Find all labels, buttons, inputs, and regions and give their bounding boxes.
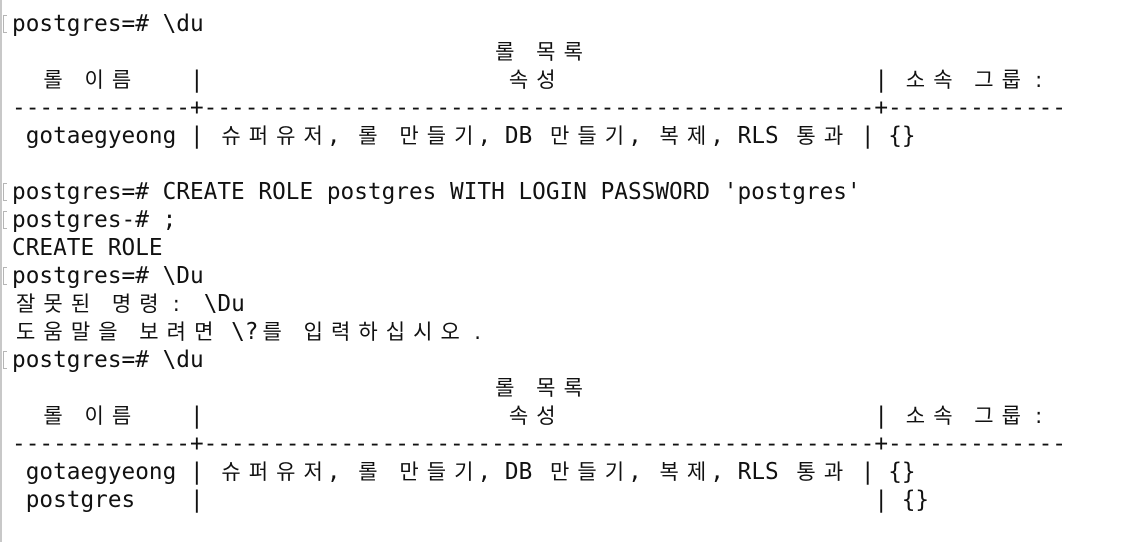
output-line: CREATE ROLE [12,235,163,261]
prompt-line: postgres=# \du [3,10,1066,38]
command-mark-icon[interactable] [3,211,7,229]
output-line [12,150,1066,178]
output-line: postgres | | {} [25,487,930,513]
prompt-line: postgres-# ; [3,206,1066,234]
command-mark-icon[interactable] [3,15,7,33]
output-line: -------------+--------------------------… [12,95,1066,121]
output-line: -------------+--------------------------… [12,431,1066,457]
command-mark-icon[interactable] [3,183,7,201]
command-mark-icon[interactable] [3,267,7,285]
prompt-line: postgres=# \du [3,346,1066,374]
prompt-line: postgres=# \Du [3,262,1066,290]
terminal-left-border [0,0,2,542]
prompt-line: postgres=# CREATE ROLE postgres WITH LOG… [3,178,1066,206]
command-mark-icon[interactable] [3,351,7,369]
